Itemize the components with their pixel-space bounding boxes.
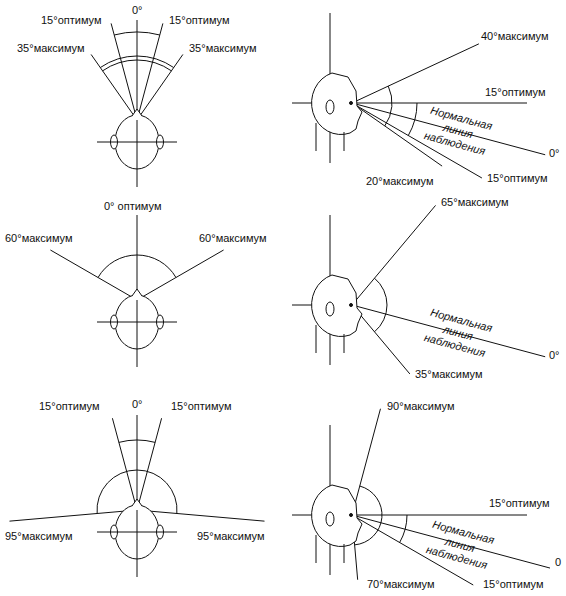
angle-arc [355, 486, 382, 545]
angle-ray [50, 250, 137, 300]
ear [326, 100, 334, 114]
angle-ray [137, 215, 138, 300]
angle-arc [119, 440, 155, 442]
angle-label: 95°максимум [4, 530, 74, 543]
angle-label: 15°оптимум [486, 172, 549, 185]
angle-arc [374, 278, 387, 332]
nose [132, 499, 142, 506]
neck-line [316, 535, 317, 563]
angle-arc [385, 86, 392, 126]
angle-arc [100, 56, 173, 68]
guide-line [137, 120, 138, 187]
neck-line [344, 544, 345, 563]
head-profile [312, 73, 362, 135]
angle-ray [352, 205, 436, 305]
ear [326, 302, 334, 316]
angle-label: 0° [131, 398, 144, 411]
angle-arc [408, 103, 417, 136]
neck-line [344, 334, 345, 353]
eye [350, 304, 353, 307]
angle-label: 95°максимум [196, 530, 266, 543]
angle-label: 0° [548, 349, 561, 362]
nose [132, 289, 142, 296]
angle-label: 15°оптимум [38, 400, 101, 413]
angle-label: 15°оптимум [168, 14, 231, 27]
guide-line [97, 322, 177, 323]
ear [326, 512, 334, 526]
guide-line [97, 142, 177, 143]
angle-label: 20°максимум [365, 175, 435, 188]
angle-label: 0° оптимум [103, 200, 162, 213]
guide-line [137, 510, 138, 577]
angle-ray [352, 515, 527, 516]
angle-ray [352, 409, 380, 515]
angle-label: 60°максимум [198, 232, 268, 245]
angle-ray [137, 415, 138, 510]
neck-line [344, 132, 345, 151]
angle-arc [103, 60, 172, 71]
angle-label: 15°оптимум [484, 86, 547, 99]
angle-label: 35°максимум [414, 368, 484, 381]
guide-line [97, 532, 177, 533]
angle-arc [114, 32, 160, 35]
angle-ray [111, 23, 137, 120]
angle-label: 60°максимум [4, 232, 74, 245]
angle-label: 0° [548, 147, 561, 160]
angle-label: 65°максимум [440, 196, 510, 209]
axis-label: Нормальная линия наблюдения [406, 301, 511, 364]
eye [350, 514, 353, 517]
angle-label: 15°оптимум [170, 400, 233, 413]
nose [132, 109, 142, 116]
angle-label: 90°максимум [386, 400, 456, 413]
eye [350, 102, 353, 105]
angle-arc [98, 255, 176, 278]
angle-label: 15°оптимум [482, 578, 545, 591]
angle-label: 0° [131, 4, 144, 17]
angle-ray [137, 23, 163, 120]
neck-line [316, 123, 317, 151]
axis-label: Нормальная линия наблюдения [408, 513, 513, 576]
angle-label: 35°максимум [16, 42, 86, 55]
neck-line [316, 325, 317, 353]
angle-ray [137, 418, 162, 510]
angle-label: 35°максимум [188, 42, 258, 55]
angle-label: 40°максимум [480, 30, 550, 43]
angle-label: 15°оптимум [40, 14, 103, 27]
angle-ray [112, 418, 137, 510]
head-profile [312, 275, 362, 337]
angle-ray [137, 20, 138, 120]
axis-label: Нормальная линия наблюдения [406, 99, 511, 162]
angle-arc [400, 515, 407, 543]
guide-line [137, 300, 138, 367]
angle-ray [137, 250, 224, 300]
head-profile [312, 485, 362, 547]
angle-label: 15°оптимум [488, 497, 551, 510]
angle-ray [352, 44, 479, 103]
angle-label: 70°максимум [366, 578, 436, 591]
angle-label: 0 [554, 556, 562, 569]
angle-ray [352, 103, 527, 104]
